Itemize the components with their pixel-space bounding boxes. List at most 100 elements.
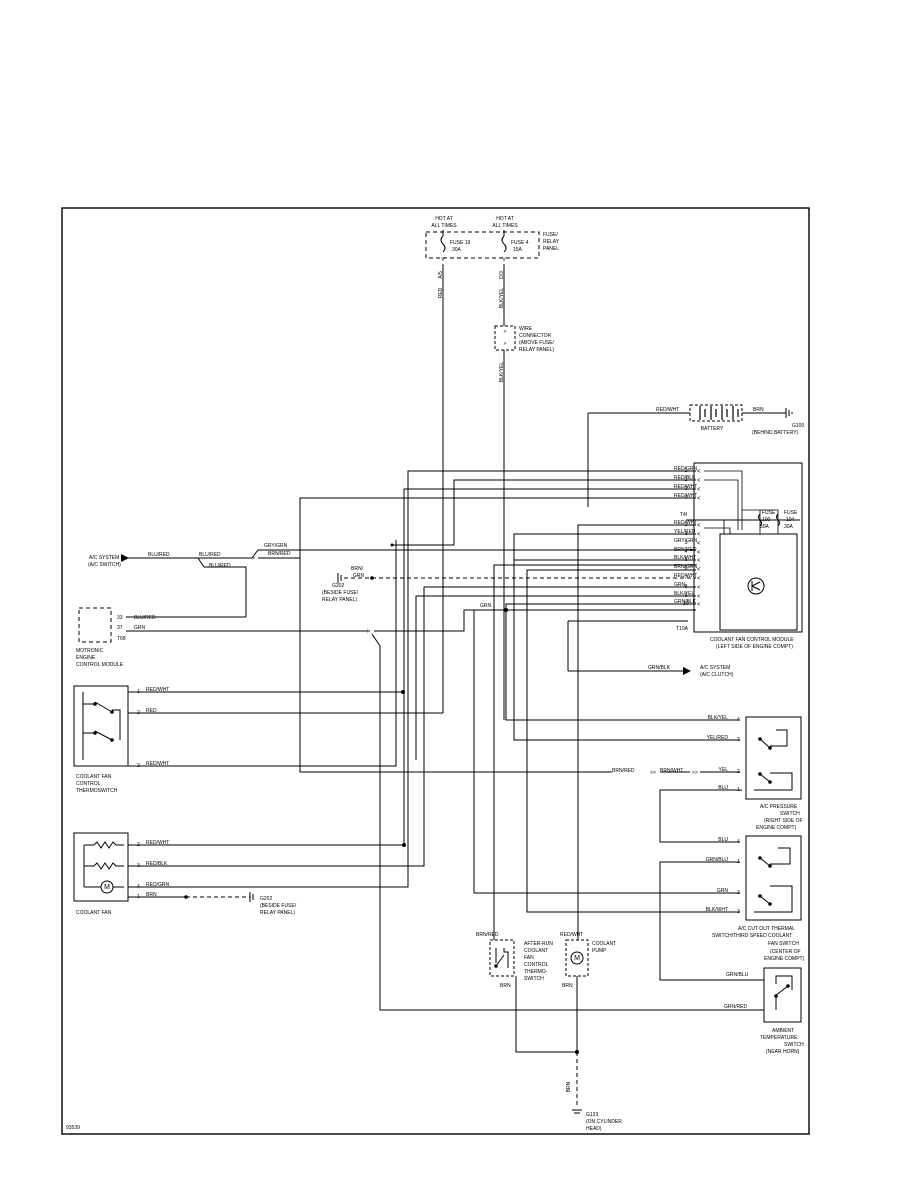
motronic-ecm: 33 37 BLU/RED GRN T68 MOTRONIC ENGINE CO… — [76, 607, 368, 668]
svg-text:MOTRONIC: MOTRONIC — [76, 648, 104, 654]
switch-icon — [82, 692, 121, 760]
battery: RED/WHT BATTERY BRN G100 (BEHIND BATTERY… — [587, 404, 804, 507]
svg-text:A/C PRESSURE: A/C PRESSURE — [760, 804, 798, 810]
ac-clutch-wire: GRN/BLK — [648, 665, 671, 671]
svg-text:G202: G202 — [260, 896, 272, 902]
ground-g202-top: BRN/ GRN G202 (BESIDE FUSE/ RELAY PANEL) — [322, 566, 696, 603]
svg-text:BRN/RED: BRN/RED — [476, 932, 499, 938]
battery-label: BATTERY — [701, 426, 724, 432]
svg-text:SWITCH: SWITCH — [524, 976, 544, 982]
pin-connector-icon: < — [697, 594, 701, 600]
module-name: COOLANT FAN CONTROL MODULE — [710, 637, 794, 643]
pin-connector-icon: < — [697, 469, 701, 475]
svg-text:FUSE: FUSE — [762, 510, 776, 516]
ac-clutch: GRN/BLK A/C SYSTEM (A/C CLUTCH) — [567, 620, 734, 678]
fuse-104-icon — [776, 513, 780, 527]
panel-label-2: RELAY — [543, 239, 560, 245]
connector-label-4: RELAY PANEL) — [519, 347, 554, 353]
module-wire-label: RED/WHT — [674, 520, 697, 526]
diagram-frame — [61, 207, 810, 1135]
svg-text:>: > — [367, 629, 371, 635]
cutout-wire-label: GRN/BLU — [706, 857, 729, 863]
svg-text:(NEAR HORN): (NEAR HORN) — [766, 1049, 800, 1055]
pin-connector-icon: < — [697, 541, 701, 547]
trunk-wires — [128, 264, 764, 981]
svg-text:COOLANT FAN: COOLANT FAN — [76, 774, 112, 780]
svg-text:THERMOSWITCH: THERMOSWITCH — [76, 788, 118, 794]
connector-v-icon: V — [502, 257, 506, 263]
pin-a5: A/5 — [438, 271, 444, 279]
svg-text:>: > — [252, 556, 255, 562]
ac-switch-label: A/C SYSTEM — [89, 555, 119, 561]
svg-text:COOLANT: COOLANT — [592, 941, 616, 947]
svg-text:M: M — [574, 955, 580, 962]
svg-text:RELAY PANEL): RELAY PANEL) — [260, 910, 295, 916]
svg-text:G202: G202 — [332, 583, 344, 589]
resistor-icon — [84, 862, 124, 870]
module-wire-label: BRN/GRN — [674, 564, 697, 570]
svg-text:BLU/RED: BLU/RED — [199, 552, 221, 558]
pin-connector-icon: < — [697, 602, 701, 608]
module-wire-label: RED/WHT — [674, 484, 697, 490]
module-wire-label: GRN/BLK — [674, 599, 697, 605]
connector-label-1: WIRE — [519, 326, 533, 332]
connector-label-3: (ABOVE FUSE/ — [519, 340, 555, 346]
svg-text:33: 33 — [117, 615, 123, 621]
svg-text:BRN: BRN — [566, 1081, 572, 1092]
module-wire-label: BLK/YEL — [674, 591, 695, 597]
svg-text:BRN/RED: BRN/RED — [268, 551, 291, 557]
ground-icon — [572, 1109, 582, 1114]
svg-text:SWITCH/THIRD SPEED COOLANT: SWITCH/THIRD SPEED COOLANT — [712, 933, 792, 939]
svg-text:ENGINE COMPT): ENGINE COMPT) — [756, 825, 797, 831]
svg-text:HEAD): HEAD) — [586, 1126, 602, 1132]
fuse-100-icon — [758, 513, 762, 527]
svg-text:>>: >> — [692, 770, 698, 776]
svg-text:(BESIDE FUSE/: (BESIDE FUSE/ — [322, 590, 359, 596]
fan-wire-label: RED/BLK — [146, 861, 168, 867]
wire-blk-yel-label: BLK/YEL — [499, 288, 505, 309]
pin-d3: D/3 — [499, 271, 505, 279]
svg-text:AFTER-RUN: AFTER-RUN — [524, 941, 553, 947]
module-wire-label: RED/WHT — [674, 493, 697, 499]
ground-icon — [249, 892, 254, 902]
hot-label-a: HOT AT — [435, 216, 453, 222]
ground-icon — [337, 573, 342, 583]
svg-text:BRN/: BRN/ — [351, 566, 364, 572]
after-run-thermoswitch: BRN/RED BRN AFTER-RUN COOLANT FAN CONTRO… — [476, 932, 553, 989]
module-wire-label: RED/GRN — [674, 466, 697, 472]
svg-text:>>: >> — [650, 770, 656, 776]
svg-text:BRN/RED: BRN/RED — [612, 768, 635, 774]
module-wire-label: RED/WHT — [674, 573, 697, 579]
pin-connector-icon: < — [697, 550, 701, 556]
svg-text:37: 37 — [117, 625, 123, 631]
svg-text:FAN: FAN — [524, 955, 534, 961]
switch-icon — [754, 847, 793, 913]
svg-text:(ON CYLINDER: (ON CYLINDER — [586, 1119, 622, 1125]
pin-connector-icon: < — [697, 523, 701, 529]
svg-text:TEMPERATURE: TEMPERATURE — [760, 1035, 798, 1041]
fan-wire-label: RED/WHT — [146, 840, 169, 846]
ac-cutout-thermal-switch: A/C CUT OUT THERMAL SWITCH/THIRD SPEED C… — [706, 835, 805, 962]
pin-connector-icon: < — [697, 567, 701, 573]
ground-g100: G100 — [792, 423, 804, 429]
svg-text:30A: 30A — [784, 524, 794, 530]
module-wire-label: RED/BLK — [674, 475, 696, 481]
thermoswitch-wire-label: RED/WHT — [146, 687, 169, 693]
module-wire-label: GRN — [674, 582, 686, 588]
grn-junction-label: GRN — [480, 603, 492, 609]
svg-text:GRN/RED: GRN/RED — [724, 1004, 747, 1010]
cutout-wire-label: GRN — [717, 888, 729, 894]
fuse-19-icon — [440, 235, 446, 253]
svg-text:THERMO-: THERMO- — [524, 969, 548, 975]
cutout-wire-label: BLU — [718, 837, 728, 843]
pin-connector-icon: < — [697, 487, 701, 493]
svg-text:30A: 30A — [760, 524, 770, 530]
hot-label-b: HOT AT — [496, 216, 514, 222]
hot-label-a2: ALL TIMES — [431, 223, 457, 229]
svg-text:RED/WHT: RED/WHT — [560, 932, 583, 938]
svg-text:BRN: BRN — [500, 983, 511, 989]
pin-connector-icon: < — [697, 576, 701, 582]
svg-text:ENGINE COMPT): ENGINE COMPT) — [764, 956, 805, 962]
battery-icon — [699, 406, 739, 420]
